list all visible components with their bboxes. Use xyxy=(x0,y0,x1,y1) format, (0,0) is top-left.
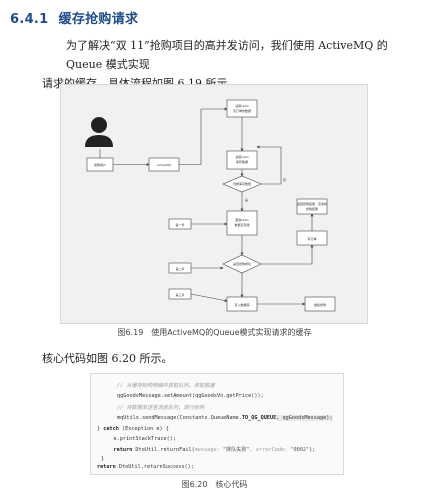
step-label-3: 第三步 xyxy=(168,288,192,300)
node-redis-mid: 读取redis 库存数据 xyxy=(226,150,258,170)
code-line-2: qgGoodsMessage.setAmount(qgGoodsVo.getPr… xyxy=(117,393,264,399)
code-line-8: } xyxy=(101,456,105,462)
node-db-write: 写入数据库 xyxy=(226,296,258,312)
intro-line-1: 为了解决“双 11”抢购项目的高并发访问，我们使用 ActiveMQ 的 Que… xyxy=(66,39,388,71)
flow-diagram: 抢购用户 ActiveMQ 读取redis 该订单的数据 读取redis 库存数… xyxy=(60,84,368,324)
svg-text:返回抢购结果，查询的: 返回抢购结果，查询的 xyxy=(297,201,327,206)
svg-text:抢购用户: 抢购用户 xyxy=(94,162,106,167)
code-line-3: // 将数据发送至消息队列，进行抢购 xyxy=(117,405,205,411)
node-save-redis: 更新redis 数据及存储 xyxy=(226,210,258,236)
svg-text:更新redis: 更新redis xyxy=(235,217,249,222)
figure-caption-6-19: 图6.19 使用ActiveMQ的Queue模式实现请求的缓存 xyxy=(117,328,312,337)
svg-text:是否抢购成功: 是否抢购成功 xyxy=(233,261,251,266)
svg-text:读取redis: 读取redis xyxy=(235,103,249,108)
code-line-4: mqUtils.sendMessage(Constants.QueueName.… xyxy=(117,415,333,421)
user-icon xyxy=(85,117,113,147)
section-heading: 6.4.1 缓存抢购请求 xyxy=(10,8,138,27)
svg-text:写订单: 写订单 xyxy=(307,236,316,241)
flow-diagram-svg: 抢购用户 ActiveMQ 读取redis 该订单的数据 读取redis 库存数… xyxy=(85,99,336,312)
label-no: 否 xyxy=(283,178,286,182)
node-decision-stock: 判断库存数量 xyxy=(222,175,262,193)
code-listing: // 从缓存抢购明细中获取队列，读取数据 qgGoodsMessage.setA… xyxy=(90,373,344,475)
step-label-1: 第一步 xyxy=(168,218,192,230)
node-final: 继续抢购 xyxy=(304,296,336,312)
svg-text:第三步: 第三步 xyxy=(175,292,184,297)
step-label-2: 第二步 xyxy=(168,262,192,274)
figure-caption-6-20: 图6.20 核心代码 xyxy=(181,480,248,489)
svg-text:判断库存数量: 判断库存数量 xyxy=(233,181,251,186)
svg-text:库存数据: 库存数据 xyxy=(236,159,248,164)
code-line-6: e.printStackTrace(); xyxy=(101,436,176,442)
code-line-5: } catch (Exception e) { xyxy=(97,426,169,432)
node-decision-success: 是否抢购成功 xyxy=(222,254,262,274)
node-create-order: 写订单 xyxy=(296,230,328,246)
code-line-1: // 从缓存抢购明细中获取队列，读取数据 xyxy=(117,383,215,389)
svg-text:第一步: 第一步 xyxy=(175,222,184,227)
svg-text:ActiveMQ: ActiveMQ xyxy=(157,163,172,167)
flow-connectors xyxy=(99,107,314,306)
node-user: 抢购用户 xyxy=(86,157,114,172)
svg-text:抢购结果: 抢购结果 xyxy=(306,206,318,211)
code-line-9: return DtoUtil.returnSuccess(); xyxy=(97,464,194,470)
svg-text:数据及存储: 数据及存储 xyxy=(234,222,249,227)
node-order-top: 返回抢购结果，查询的 抢购结果 xyxy=(296,198,328,215)
node-activemq: ActiveMQ xyxy=(148,157,180,172)
svg-text:继续抢购: 继续抢购 xyxy=(314,302,326,307)
svg-text:该订单的数据: 该订单的数据 xyxy=(233,108,251,113)
svg-text:第二步: 第二步 xyxy=(175,266,184,271)
node-redis-top: 读取redis 该订单的数据 xyxy=(226,99,258,118)
svg-text:写入数据库: 写入数据库 xyxy=(234,302,249,307)
code-line-7: return DtoUtil.returnFail(message: "排队失败… xyxy=(101,447,316,453)
section-number: 6.4.1 xyxy=(10,12,49,27)
core-code-intro: 核心代码如图 6.20 所示。 xyxy=(42,352,173,365)
svg-text:读取redis: 读取redis xyxy=(235,154,249,159)
section-title: 缓存抢购请求 xyxy=(58,12,139,27)
label-yes: 是 xyxy=(245,197,248,202)
